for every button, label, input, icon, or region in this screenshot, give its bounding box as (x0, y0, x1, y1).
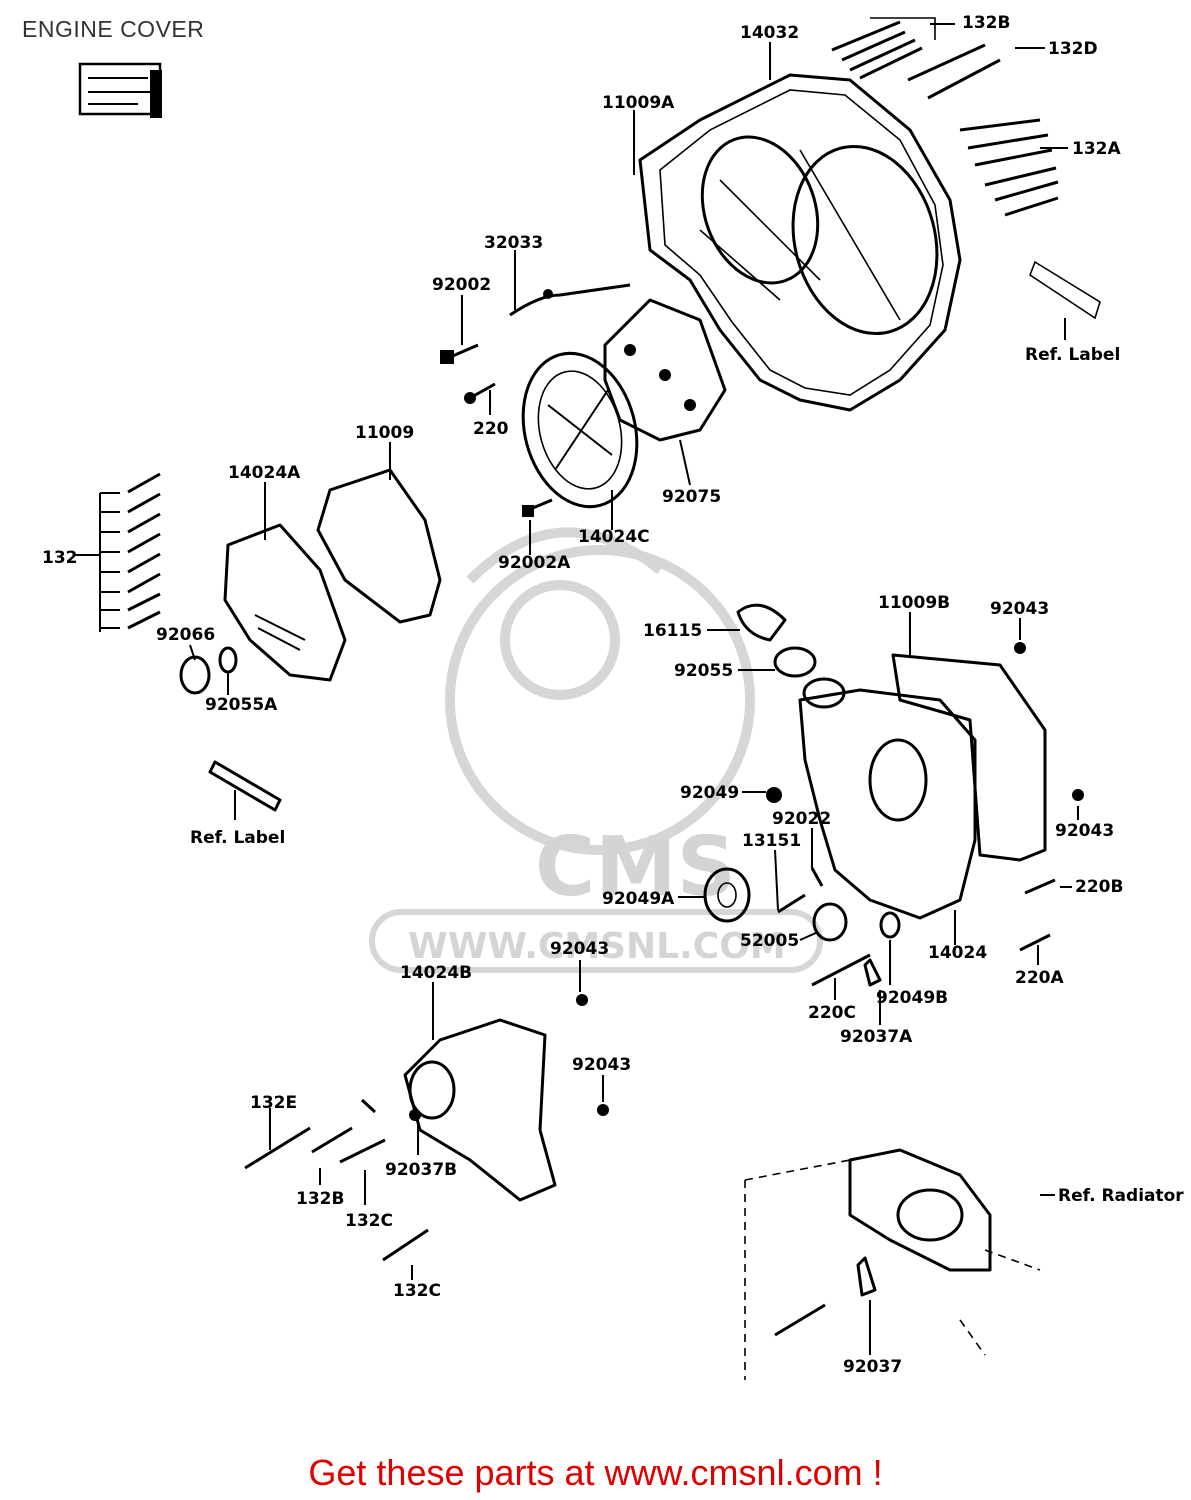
clutch-cover-14032-drawing (638, 73, 962, 412)
gasket-11009B (891, 653, 1047, 862)
label-11009A: 11009A (602, 93, 675, 113)
spring-92022 (810, 867, 824, 887)
label-92049A: 92049A (602, 889, 675, 909)
label-16115: 16115 (643, 621, 702, 641)
switch-13151 (777, 893, 806, 914)
bolt-220C (811, 953, 871, 987)
label-92043-c: 92043 (550, 939, 609, 959)
label-14024: 14024 (928, 943, 987, 963)
footer-promo-link[interactable]: Get these parts at www.cmsnl.com ! (308, 1452, 883, 1493)
cover-plate-92075 (603, 298, 727, 442)
label-92002A: 92002A (498, 553, 571, 573)
label-92075: 92075 (662, 487, 721, 507)
label-132C-a: 132C (345, 1211, 393, 1231)
oil-seal-92049A (703, 867, 751, 923)
label-ref-label-top: Ref. Label (1025, 345, 1120, 365)
label-220: 220 (473, 419, 509, 439)
label-132B-top: 132B (962, 13, 1010, 33)
label-14024C: 14024C (578, 527, 650, 547)
bolt-132B-bottom (311, 1126, 353, 1154)
clutch-cover-14024C (521, 351, 639, 509)
label-132A: 132A (1072, 139, 1121, 159)
breather-pipe-32033 (509, 283, 631, 317)
label-14024A: 14024A (228, 463, 301, 483)
bolt-132E (244, 1126, 311, 1170)
bolt-220B (1024, 878, 1056, 895)
ref-label-plate-left (208, 760, 282, 820)
cover-14024 (798, 677, 977, 920)
label-11009B: 11009B (878, 593, 950, 613)
label-132C-b: 132C (393, 1281, 441, 1301)
label-92037A: 92037A (840, 1027, 913, 1047)
gasket-11009 (316, 468, 442, 624)
label-132B-bottom: 132B (296, 1189, 344, 1209)
clamp-92037A (863, 958, 882, 987)
label-14024B: 14024B (400, 963, 472, 983)
bolt-132C-a (339, 1138, 386, 1164)
label-52005: 52005 (740, 931, 799, 951)
o-ring-92055 (773, 646, 817, 678)
label-ref-label-left: Ref. Label (190, 828, 285, 848)
watermark-logo-text: CMS (535, 820, 736, 915)
watermark-url-text: WWW.CMSNL.COM (408, 926, 786, 967)
label-92055A: 92055A (205, 695, 278, 715)
label-92043-a: 92043 (990, 599, 1049, 619)
clamp-92037B (360, 1098, 421, 1121)
label-92037B: 92037B (385, 1160, 457, 1180)
brand-logo-icon (78, 62, 162, 118)
bolt-group-132A (959, 118, 1059, 217)
label-132E: 132E (250, 1093, 297, 1113)
bolt-220A (1019, 933, 1051, 952)
label-92049B: 92049B (876, 988, 948, 1008)
label-ref-radiator: Ref. Radiator (1058, 1186, 1184, 1206)
watermark: CMS WWW.CMSNL.COM (369, 527, 823, 973)
bearing-52005 (812, 902, 848, 942)
plug-92066 (179, 655, 211, 695)
label-92066: 92066 (156, 625, 215, 645)
nut-92043-c (576, 994, 588, 1006)
nut-92043-a (1014, 642, 1026, 654)
filler-cap-16115 (736, 603, 787, 642)
label-92043-b: 92043 (1055, 821, 1114, 841)
label-220A: 220A (1015, 968, 1064, 988)
label-92043-d: 92043 (572, 1055, 631, 1075)
radiator-reference (744, 1148, 1041, 1380)
bolt-92002 (440, 343, 479, 364)
label-32033: 32033 (484, 233, 543, 253)
cover-14024B (403, 1018, 557, 1202)
seal-92049B (879, 911, 901, 939)
label-220C: 220C (808, 1003, 856, 1023)
ref-label-plate-top (1029, 260, 1101, 340)
o-ring-92055A (218, 646, 238, 674)
bolt-92002A (522, 498, 553, 517)
label-11009: 11009 (355, 423, 414, 443)
label-132: 132 (42, 548, 78, 568)
label-92037: 92037 (843, 1357, 902, 1377)
page-title: ENGINE COVER (22, 16, 205, 42)
generator-cover-14024A (223, 523, 347, 682)
washer-92049 (766, 787, 782, 803)
label-92055: 92055 (674, 661, 733, 681)
label-92049: 92049 (680, 783, 739, 803)
label-13151: 13151 (742, 831, 801, 851)
label-92022: 92022 (772, 809, 831, 829)
bolt-group-132B (831, 17, 936, 80)
nut-92043-b (1072, 789, 1084, 801)
bolt-132C-b (382, 1228, 429, 1262)
nut-92043-d (597, 1104, 609, 1116)
leader-lines (75, 23, 1079, 1355)
label-132D: 132D (1048, 39, 1098, 59)
label-220B: 220B (1075, 877, 1123, 897)
label-14032: 14032 (740, 23, 799, 43)
bolt-group-132D (907, 43, 1001, 100)
bolt-220 (464, 382, 496, 404)
bolt-group-132 (99, 472, 161, 632)
label-92002: 92002 (432, 275, 491, 295)
